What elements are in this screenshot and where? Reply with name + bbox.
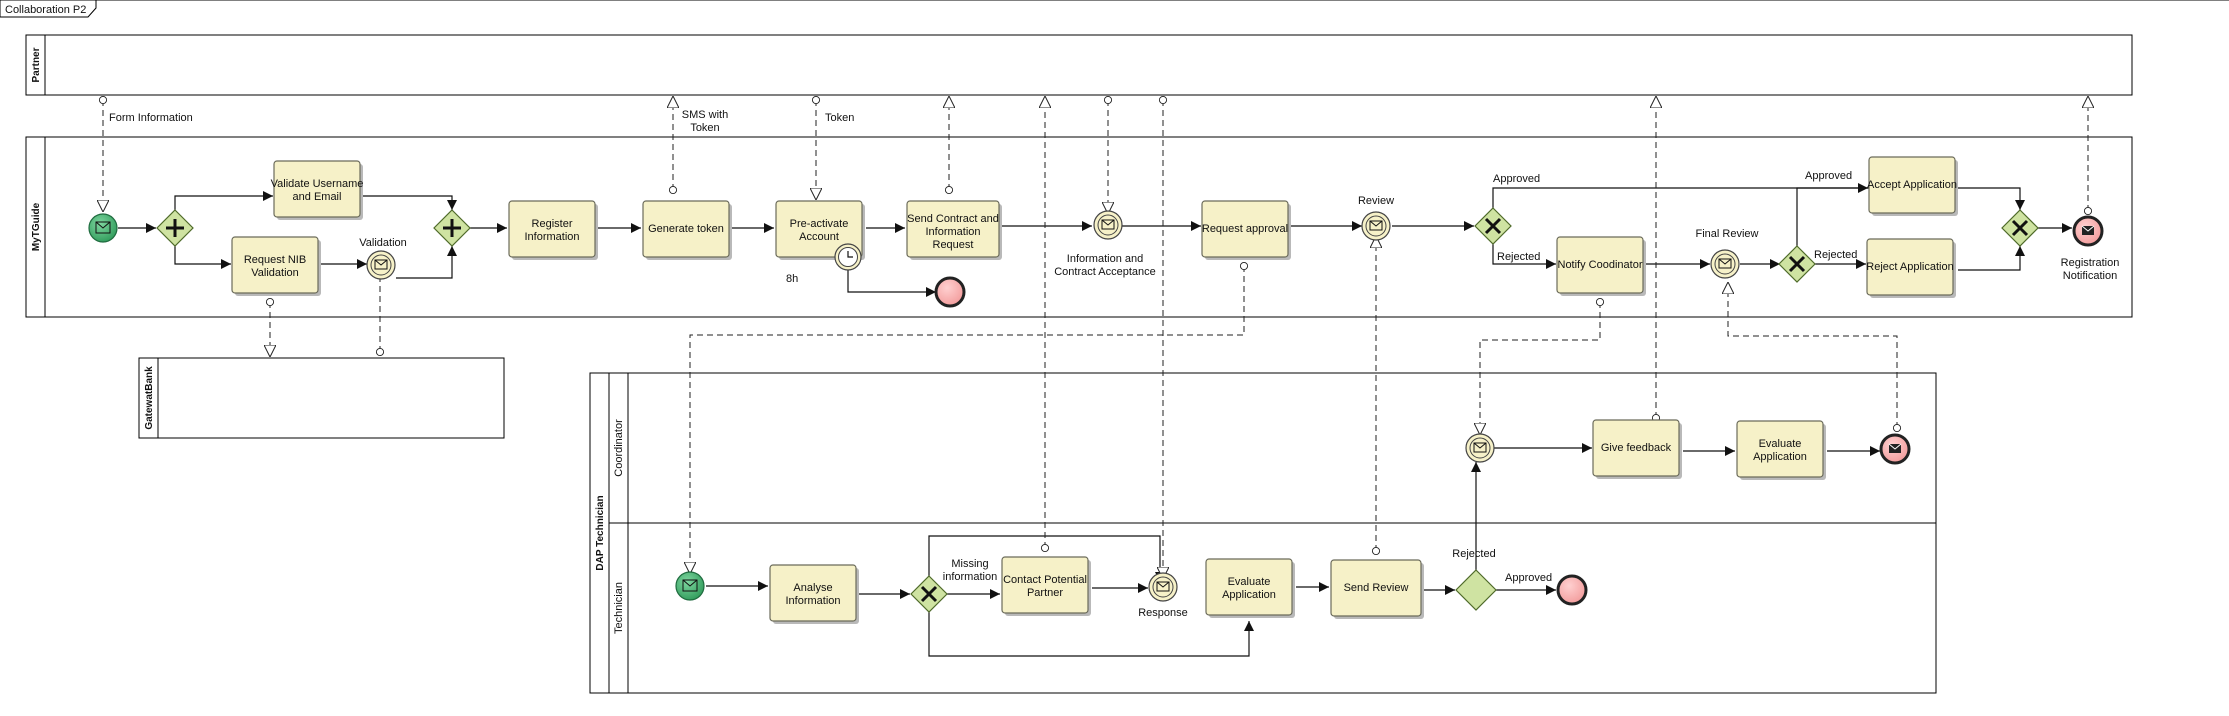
pool-gateway-label: GatewatBank [144,366,155,430]
envelope-icon [1718,258,1732,269]
pool-partner: Partner [25,34,2133,96]
label-approved-2: Approved [1805,170,1852,182]
task-request-approval[interactable]: Request approval [1201,200,1291,260]
task-notify-coordinator[interactable]: Notify Coodinator [1556,236,1646,296]
label-validation: Validation [359,237,407,249]
envelope-icon [1156,581,1170,592]
start-event-technician [675,571,705,601]
task-accept-application[interactable]: Accept Application [1867,156,1958,216]
catch-event-coordinator [1465,433,1495,463]
label-approved-1: Approved [1493,173,1540,185]
task-reject-application-label: Reject Application [1866,261,1953,273]
label-form-information: Form Information [109,112,193,124]
timer-boundary-event [834,243,862,271]
exclusive-gateway-final [1778,245,1816,283]
lane-technician-label: Technician [613,582,625,634]
parallel-gateway-split [156,209,194,247]
parallel-gateway-join [433,209,471,247]
task-notify-coordinator-label: Notify Coodinator [1558,259,1643,271]
envelope-icon [1369,220,1383,231]
label-8h: 8h [786,273,798,285]
pool-dap: DAP Technician Coordinator Technician [589,372,1937,694]
pool-dap-label: DAP Technician [595,495,606,570]
label-final-review: Final Review [1696,228,1759,240]
envelope-icon [374,259,388,270]
task-generate-token-label: Generate token [648,223,724,235]
task-accept-application-label: Accept Application [1867,179,1957,191]
task-send-review-label: Send Review [1344,582,1409,594]
lane-coordinator-label: Coordinator [613,419,625,477]
exclusive-gateway-review [1474,207,1512,245]
frame-title: Collaboration P2 [5,4,86,16]
label-rejected-3: Rejected [1452,548,1495,560]
label-rejected-1: Rejected [1497,251,1540,263]
envelope-icon [1473,442,1487,453]
catch-event-validation [366,250,396,280]
label-response: Response [1138,607,1188,619]
exclusive-gateway-missing [910,575,948,613]
frame-tab: Collaboration P2 [0,0,2229,18]
clock-icon [847,251,853,258]
message-flows [103,96,2088,579]
task-give-feedback[interactable]: Give feedback [1592,419,1682,479]
end-event-registration-notification [2072,215,2104,247]
envelope-icon [682,579,698,592]
catch-event-review [1361,211,1391,241]
envelope-icon [95,221,111,234]
pool-partner-label: Partner [31,47,42,82]
envelope-icon [1101,219,1115,230]
sequence-flows [118,183,2072,657]
task-give-feedback-label: Give feedback [1601,442,1672,454]
task-generate-token[interactable]: Generate token [642,200,732,260]
label-review: Review [1358,195,1394,207]
catch-event-info-contract [1093,210,1123,240]
catch-event-final-review [1710,249,1740,279]
end-event-timeout [934,276,966,308]
task-reject-application[interactable]: Reject Application [1866,238,1956,298]
label-approved-3: Approved [1505,572,1552,584]
task-request-approval-label: Request approval [1202,223,1288,235]
pool-mytguide-label: MyTGuide [31,202,42,251]
start-event-mytguide [88,213,118,243]
end-event-technician [1556,574,1588,606]
exclusive-gateway-merge [2001,209,2039,247]
label-token: Token [825,112,854,124]
gateway-review-result [1455,569,1497,611]
pool-gateway: GatewatBank [138,357,505,439]
end-event-coordinator [1879,433,1911,465]
task-send-review[interactable]: Send Review [1330,559,1424,619]
catch-event-response [1148,572,1178,602]
label-rejected-2: Rejected [1814,249,1857,261]
